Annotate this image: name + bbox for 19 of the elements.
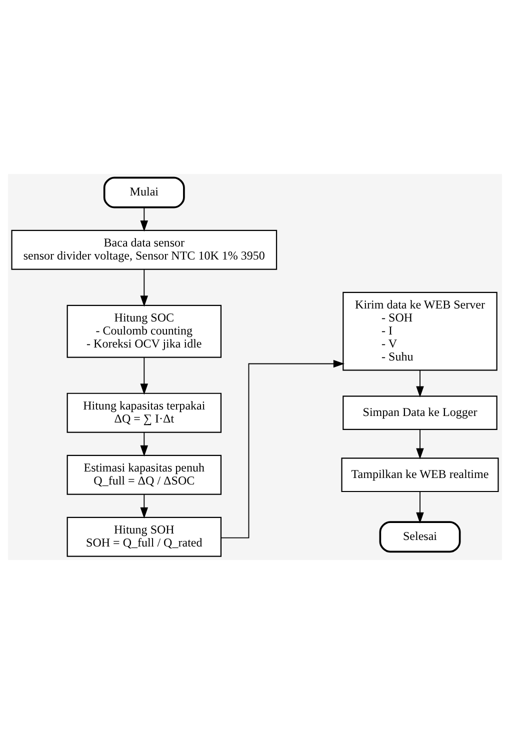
node-box: Hitung SOC - Coulomb counting - Koreksi OCV jika idle	[66, 304, 222, 358]
node-box: Selesai	[379, 520, 461, 552]
arrow	[140, 431, 148, 456]
node-box: Mulai	[103, 176, 185, 208]
arrow	[140, 268, 148, 306]
node-box: Hitung SOH SOH = Q_full / Q_rated	[66, 516, 222, 556]
node-box: Hitung kapasitas terpakai ΔQ = ∑ I·Δt	[66, 392, 222, 432]
node-box: Simpan Data ke Logger	[342, 395, 498, 430]
node-box: Estimasi kapasitas penuh Q_full = ΔQ / ΔSOC	[66, 454, 222, 494]
node-box: Baca data sensor sensor divider voltage, Sensor NTC 10K 1% 3950	[11, 229, 278, 270]
node-box: Kirim data ke WEB Server - SOH - I - V - Suhu	[342, 291, 498, 370]
arrow	[140, 356, 148, 394]
arrow	[416, 428, 424, 459]
node-box: Tampilkan ke WEB realtime	[341, 457, 499, 492]
arrow	[140, 206, 148, 232]
arrow	[416, 490, 424, 523]
arrow	[220, 359, 345, 538]
arrow	[416, 369, 424, 397]
arrow	[140, 494, 148, 518]
